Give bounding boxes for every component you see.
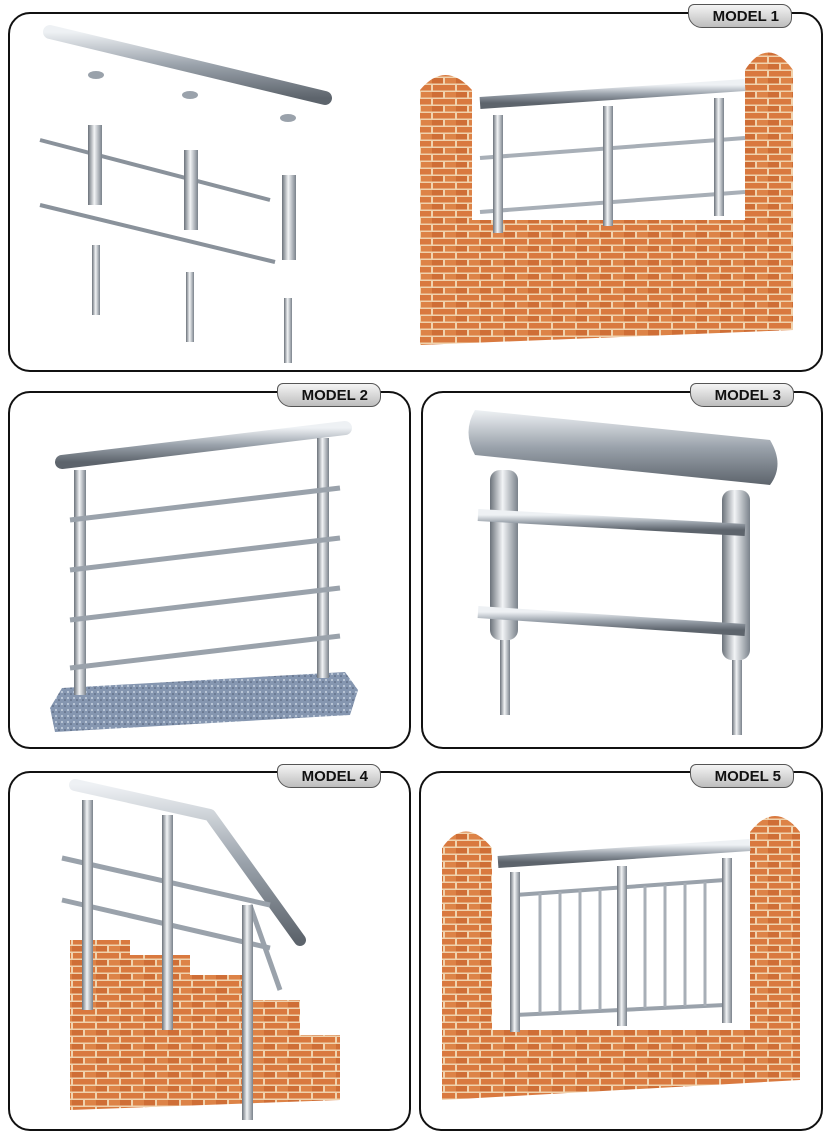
model-5-label: MODEL 5 [690,764,794,788]
model-3-illustration [468,410,778,735]
model-1-exploded-parts [39,25,332,363]
model-2-label: MODEL 2 [277,383,381,407]
model-1-brick-wall-railing [420,52,793,345]
model-3-label: MODEL 3 [690,383,794,407]
model-1-label: MODEL 1 [688,4,792,28]
model-4-illustration [61,779,340,1120]
model-4-label: MODEL 4 [277,764,381,788]
model-2-illustration [50,421,358,732]
model-5-brick-wall-railing [442,816,800,1100]
